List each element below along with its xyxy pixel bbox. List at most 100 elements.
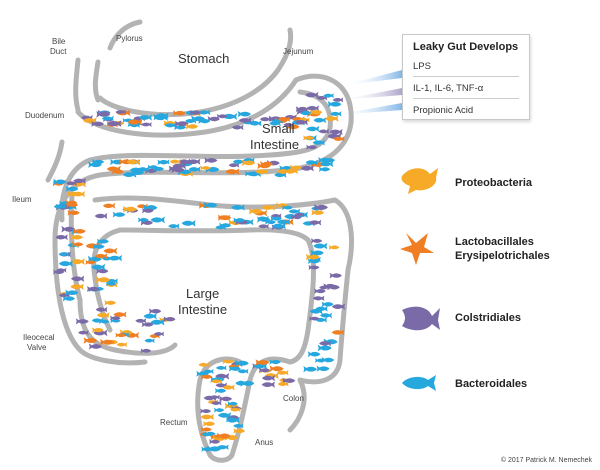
bacterium-glyph xyxy=(230,407,241,413)
bacterium-glyph xyxy=(209,439,221,445)
bacterium-glyph xyxy=(189,110,201,116)
label-duodenum: Duodenum xyxy=(25,111,64,120)
bacterium-glyph xyxy=(238,117,252,124)
bacterium-glyph xyxy=(277,218,290,225)
bacterium-glyph xyxy=(305,91,319,99)
bacterium-glyph xyxy=(102,202,116,209)
bacterium-glyph xyxy=(65,185,79,192)
bacterium-glyph xyxy=(58,292,70,298)
bacterium-glyph xyxy=(66,202,79,208)
proteobacteria-icon xyxy=(401,168,438,194)
bacterium-glyph xyxy=(270,215,282,222)
label-rectum: Rectum xyxy=(160,418,188,427)
bacterium-glyph xyxy=(327,284,340,291)
bacteria-population xyxy=(52,91,346,453)
bacterium-glyph xyxy=(100,338,114,346)
bacterium-glyph xyxy=(95,253,108,259)
bacterium-glyph xyxy=(104,300,117,306)
bacterium-glyph xyxy=(66,191,79,197)
bacterium-glyph xyxy=(209,394,220,400)
bacterium-glyph xyxy=(70,234,83,241)
legend-erysipelotrichales: Erysipelotrichales xyxy=(455,250,550,262)
bacterium-glyph xyxy=(200,374,213,380)
label-bile-duct-2: Duct xyxy=(50,47,67,56)
bacterium-glyph xyxy=(306,125,320,132)
bacterium-glyph xyxy=(211,400,222,406)
leaky-gut-callout: Leaky Gut Develops LPS IL-1, IL-6, TNF-α… xyxy=(402,34,530,120)
bacterium-glyph xyxy=(93,243,105,250)
bacterium-glyph xyxy=(98,319,110,325)
bacterium-glyph xyxy=(330,111,342,117)
bacterium-glyph xyxy=(123,205,137,213)
bacterium-glyph xyxy=(91,159,105,165)
bacterium-glyph xyxy=(62,295,75,302)
bacterium-glyph xyxy=(58,251,69,257)
bacterium-glyph xyxy=(115,332,126,338)
legend-icons xyxy=(400,168,440,391)
bacterium-glyph xyxy=(55,234,68,241)
bacterium-glyph xyxy=(135,318,147,324)
bacterium-glyph xyxy=(141,321,154,328)
bacterium-glyph xyxy=(310,238,323,244)
bacterium-glyph xyxy=(88,343,102,350)
bacterium-glyph xyxy=(91,263,106,271)
bacterium-glyph xyxy=(248,208,263,215)
bacterium-glyph xyxy=(314,204,328,211)
bacterium-glyph xyxy=(307,351,321,358)
bacterium-glyph xyxy=(261,381,275,388)
bacterium-glyph xyxy=(204,157,218,164)
bacterium-glyph xyxy=(185,118,197,124)
bacterium-glyph xyxy=(53,203,67,210)
bacterium-glyph xyxy=(140,219,153,226)
bacterium-glyph xyxy=(222,384,235,391)
bacterium-glyph xyxy=(83,117,97,124)
label-jejunum: Jejunum xyxy=(283,47,314,56)
bacterium-glyph xyxy=(329,272,342,279)
bacterium-glyph xyxy=(96,111,111,118)
bacterium-glyph xyxy=(56,267,67,273)
bacterium-glyph xyxy=(107,120,122,127)
label-large-intestine-1: Large xyxy=(186,286,219,301)
bacterium-glyph xyxy=(112,211,126,218)
bacterium-glyph xyxy=(312,139,325,146)
bacterium-glyph xyxy=(313,242,328,250)
bacterium-glyph xyxy=(91,317,104,324)
bacterium-glyph xyxy=(149,333,160,339)
bacterium-glyph xyxy=(75,318,89,325)
bacterium-glyph xyxy=(91,120,104,127)
bacterium-glyph xyxy=(217,412,232,419)
bacterium-glyph xyxy=(231,204,245,211)
bacterium-glyph xyxy=(216,113,228,119)
bacterium-glyph xyxy=(67,209,80,216)
bacterium-glyph xyxy=(214,388,227,394)
bacterium-glyph xyxy=(216,365,227,371)
bacterium-glyph xyxy=(138,114,153,121)
bacterium-glyph xyxy=(181,220,196,227)
bacterium-glyph xyxy=(332,97,344,103)
bacterium-glyph xyxy=(270,213,282,219)
bacterium-glyph xyxy=(96,268,109,274)
bacterium-glyph xyxy=(140,348,152,354)
bacterium-glyph xyxy=(320,312,332,319)
bacterium-glyph xyxy=(318,166,331,172)
bacterium-glyph xyxy=(66,180,77,186)
bacterium-glyph xyxy=(306,105,320,112)
bacterium-glyph xyxy=(70,275,85,282)
bacterium-glyph xyxy=(313,117,327,124)
bacterium-glyph xyxy=(305,159,318,166)
bacterium-glyph xyxy=(72,241,84,248)
bacterium-glyph xyxy=(231,124,244,131)
bacterium-glyph xyxy=(103,247,118,255)
bacterium-glyph xyxy=(203,202,218,209)
bacterium-glyph xyxy=(206,445,222,453)
bacterium-glyph xyxy=(284,213,299,220)
callout-item-lps: LPS xyxy=(413,61,431,72)
bacterium-glyph xyxy=(92,327,104,333)
bacterium-glyph xyxy=(200,426,212,433)
label-ileum: Ileum xyxy=(12,195,32,204)
bacterium-glyph xyxy=(255,168,269,175)
legend-proteobacteria: Proteobacteria xyxy=(455,177,533,189)
bacterium-glyph xyxy=(258,367,271,373)
bacterium-glyph xyxy=(215,382,228,389)
bacterium-glyph xyxy=(233,428,246,434)
